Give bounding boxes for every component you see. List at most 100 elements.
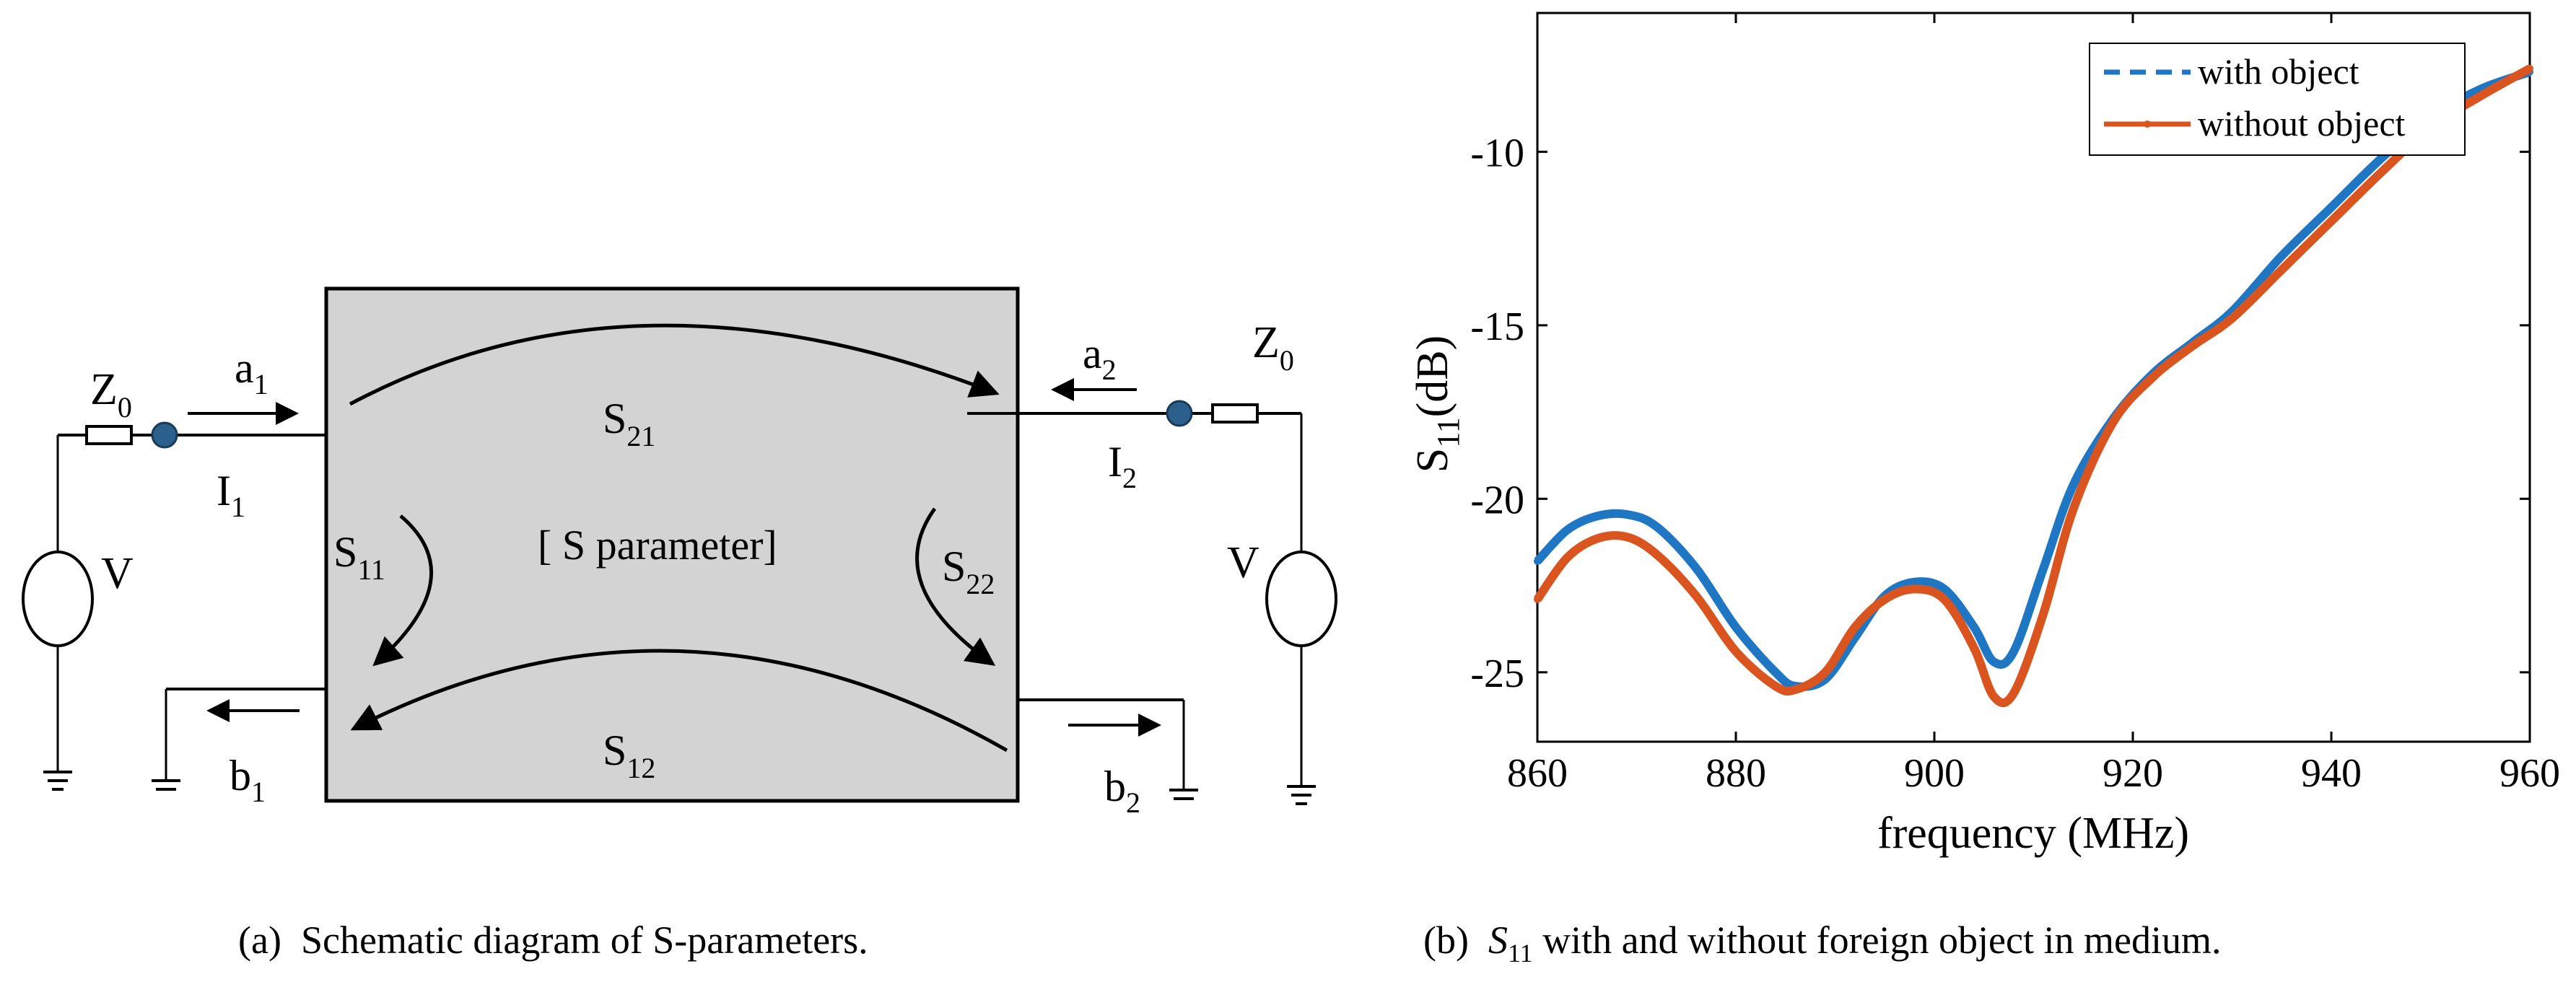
left-impedance	[85, 425, 133, 445]
data-point-without-object	[1732, 647, 1739, 655]
data-point-without-object	[1940, 595, 1948, 603]
data-point-without-object	[1970, 644, 1978, 652]
data-point-without-object	[2228, 315, 2236, 323]
y-tick-label: -25	[1470, 652, 1524, 696]
panel-a-schematic: S21 S12 S11 S22 [ S parameter] Z0 a1 I1 …	[0, 0, 1303, 987]
data-point-without-object	[2188, 342, 2196, 350]
x-axis-label: frequency (MHz)	[1877, 809, 2189, 858]
i1-label: I1	[217, 467, 245, 523]
s12-arc	[350, 649, 1008, 753]
s11-arc	[372, 514, 434, 667]
data-point-without-object	[2069, 505, 2077, 513]
data-point-with-object	[1693, 564, 1700, 572]
s11-label: S11	[333, 528, 385, 586]
caption-b-symbol-sub: 11	[1507, 938, 1533, 968]
x-tick-label: 920	[2103, 751, 2163, 796]
x-tick-label: 960	[2499, 751, 2560, 796]
legend: with object without object	[2089, 43, 2466, 156]
data-point-without-object	[1911, 585, 1918, 593]
y-axis-unit: (dB)	[1408, 335, 1457, 418]
a1-label: a1	[235, 344, 268, 400]
y-tick-label: -20	[1470, 478, 1524, 522]
s22-arc	[915, 507, 996, 666]
data-point-without-object	[2526, 64, 2533, 72]
data-point-without-object	[2377, 169, 2385, 177]
data-point-with-object	[2278, 252, 2286, 260]
caption-b: (b) S11 with and without foreign object …	[1423, 918, 2221, 968]
caption-a-tag: (a)	[238, 918, 281, 962]
data-point-without-object	[2040, 610, 2048, 618]
data-point-with-object	[2010, 647, 2017, 655]
data-point-with-object	[2040, 564, 2048, 572]
x-tick-label: 880	[1706, 751, 1766, 796]
data-point-with-object	[1772, 668, 1779, 676]
ticks-layer: 860 880 900 920 940 960 -10 -15 -20 -25	[1470, 13, 2560, 796]
data-point-without-object	[1821, 668, 1829, 676]
data-point-with-object	[1940, 585, 1948, 593]
data-point-without-object	[1851, 623, 1859, 631]
data-point-without-object	[2149, 374, 2157, 381]
s11-chart: 860 880 900 920 940 960 -10 -15 -20 -25 frequency…	[1408, 12, 2560, 858]
caption-b-tag: (b)	[1423, 918, 1469, 962]
s22-label: S22	[942, 543, 995, 600]
data-point-without-object	[1791, 685, 1799, 693]
legend-box	[2089, 43, 2466, 156]
v-right-label: V	[1227, 538, 1259, 587]
center-label: [ S parameter]	[538, 522, 777, 569]
y-axis-label: S11(dB)	[1408, 335, 1466, 473]
data-point-without-object	[1593, 535, 1601, 543]
data-point-without-object	[1693, 592, 1700, 600]
data-point-without-object	[1653, 550, 1660, 558]
caption-a: (a) Schematic diagram of S-parameters.	[238, 918, 868, 962]
data-point-with-object	[2328, 203, 2335, 211]
caption-b-text: with and without foreign object in mediu…	[1542, 918, 2222, 962]
a2-label: a2	[1083, 330, 1117, 386]
data-point-without-object	[1990, 693, 1998, 701]
data-point-without-object	[2010, 689, 2017, 697]
z0-left-label: Z0	[90, 365, 132, 424]
data-point-with-object	[1653, 522, 1660, 530]
legend-label-without-object: without object	[2198, 103, 2406, 144]
data-point-with-object	[1563, 526, 1571, 534]
left-port-node	[151, 421, 178, 449]
right-impedance	[1211, 403, 1259, 424]
data-point-with-object	[2377, 155, 2385, 162]
x-tick-label: 900	[1904, 751, 1965, 796]
y-tick-label: -15	[1470, 304, 1524, 349]
s21-label: S21	[603, 395, 655, 452]
data-point-with-object	[2069, 481, 2077, 489]
data-point-without-object	[1881, 595, 1889, 603]
data-point-with-object	[1593, 512, 1601, 520]
i2-label: I2	[1108, 438, 1137, 494]
y-axis-label-group: S11(dB)	[1408, 335, 1466, 473]
data-point-with-object	[1911, 578, 1918, 586]
data-point-without-object	[2278, 266, 2286, 273]
legend-marker-without-object	[2144, 120, 2151, 128]
s-parameter-schematic: S21 S12 S11 S22 [ S parameter] Z0 a1 I1 …	[22, 286, 1303, 808]
data-point-with-object	[1732, 623, 1739, 631]
schematic-right-part: Z0 a2 I2 V b2	[1083, 318, 1337, 819]
caption-a-text: Schematic diagram of S-parameters.	[300, 918, 868, 962]
data-point-without-object	[1772, 683, 1779, 690]
data-point-with-object	[1990, 658, 1998, 666]
data-point-with-object	[1970, 623, 1978, 631]
data-point-without-object	[2476, 92, 2484, 100]
data-point-without-object	[1534, 595, 1541, 603]
data-point-without-object	[2328, 217, 2335, 225]
y-tick-label: -10	[1470, 131, 1524, 175]
b2-label: b2	[1104, 763, 1140, 819]
two-port-box	[324, 286, 1020, 803]
data-point-with-object	[1623, 510, 1630, 518]
s21-arc	[349, 323, 1000, 406]
x-tick-label: 860	[1507, 751, 1568, 796]
legend-label-with-object: with object	[2198, 51, 2359, 92]
z0-right-label: Z0	[1252, 318, 1294, 377]
data-point-without-object	[1623, 533, 1630, 541]
x-tick-label: 940	[2301, 751, 2362, 796]
data-point-with-object	[1534, 557, 1541, 565]
b1-label: b1	[230, 752, 266, 808]
data-point-without-object	[2109, 418, 2117, 426]
caption-b-symbol: S	[1488, 918, 1508, 962]
data-point-without-object	[1563, 554, 1571, 562]
s12-label: S12	[603, 727, 655, 784]
